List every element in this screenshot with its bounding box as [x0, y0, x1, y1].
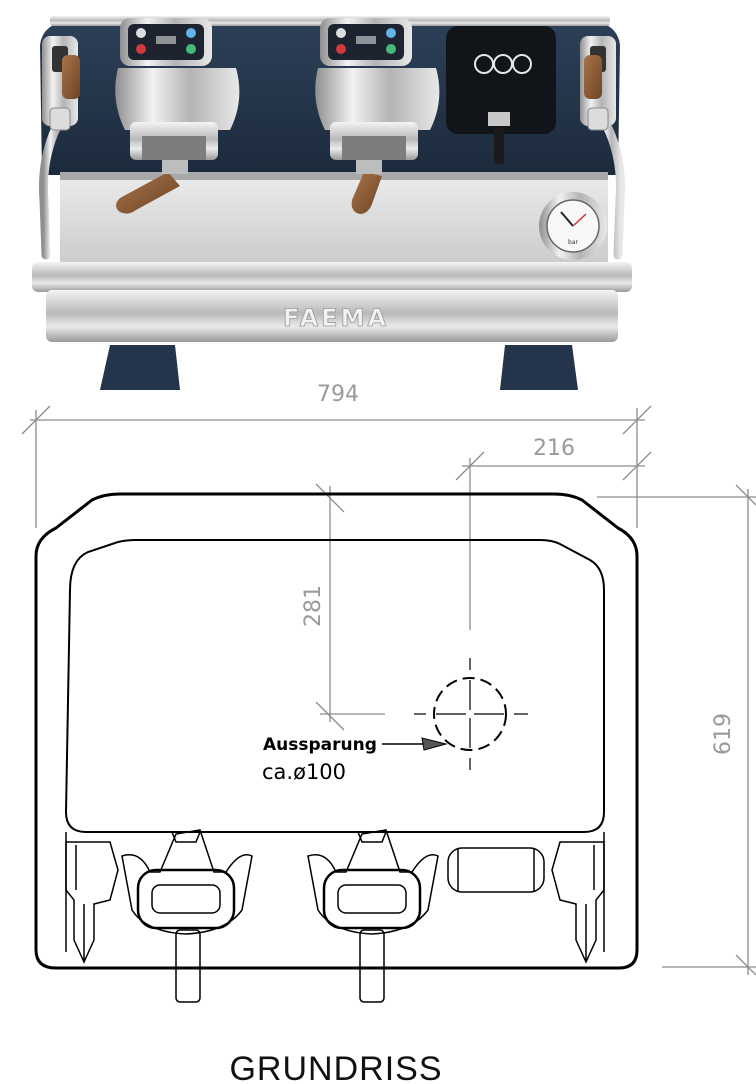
drip-tray — [32, 262, 632, 292]
cutout-leader — [382, 737, 448, 751]
left-steam-valve-outline — [65, 841, 119, 964]
plan-drawing: 794 216 619 281 — [21, 382, 756, 1003]
hot-water-button-3 — [512, 54, 532, 74]
pressure-gauge: bar — [539, 192, 607, 260]
brew-group-2 — [315, 18, 440, 214]
gauge-label: bar — [568, 239, 578, 246]
cutout-label: Aussparung — [263, 735, 377, 755]
cup-tray-outline — [64, 539, 605, 833]
hot-water-unit — [446, 26, 556, 164]
group2-portafilter-handle — [351, 172, 382, 214]
group1-portafilter-outline — [136, 868, 236, 930]
group1-outline — [121, 829, 253, 1003]
dimension-depth-label: 619 — [711, 713, 736, 755]
cutout-size: ca.ø100 — [262, 760, 346, 784]
dimension-offset — [455, 451, 652, 630]
left-steam-knob — [42, 36, 80, 131]
group2-outline — [307, 829, 439, 1003]
brew-group-1 — [115, 18, 240, 214]
cutout-marker — [414, 658, 528, 770]
drawing-title: GRUNDRISS — [229, 1050, 442, 1084]
dimension-offset-label: 216 — [533, 436, 575, 461]
brand-logo: FAEMA — [283, 304, 389, 332]
dimension-width-label: 794 — [317, 382, 359, 407]
group1-portafilter-handle — [116, 172, 180, 214]
right-steam-valve-outline — [551, 841, 605, 964]
dimension-width — [21, 405, 652, 528]
left-foot — [100, 345, 180, 390]
hot-water-valve-outline — [447, 847, 545, 893]
right-steam-knob — [580, 36, 616, 131]
espresso-machine-illustration: bar FAEMA — [32, 16, 632, 390]
dimension-hole-depth-label: 281 — [301, 585, 326, 627]
right-foot — [500, 345, 578, 390]
dimension-hole-depth — [315, 483, 385, 731]
dimension-depth — [597, 484, 756, 976]
outer-footprint — [34, 492, 639, 970]
group2-portafilter-outline — [322, 868, 422, 930]
